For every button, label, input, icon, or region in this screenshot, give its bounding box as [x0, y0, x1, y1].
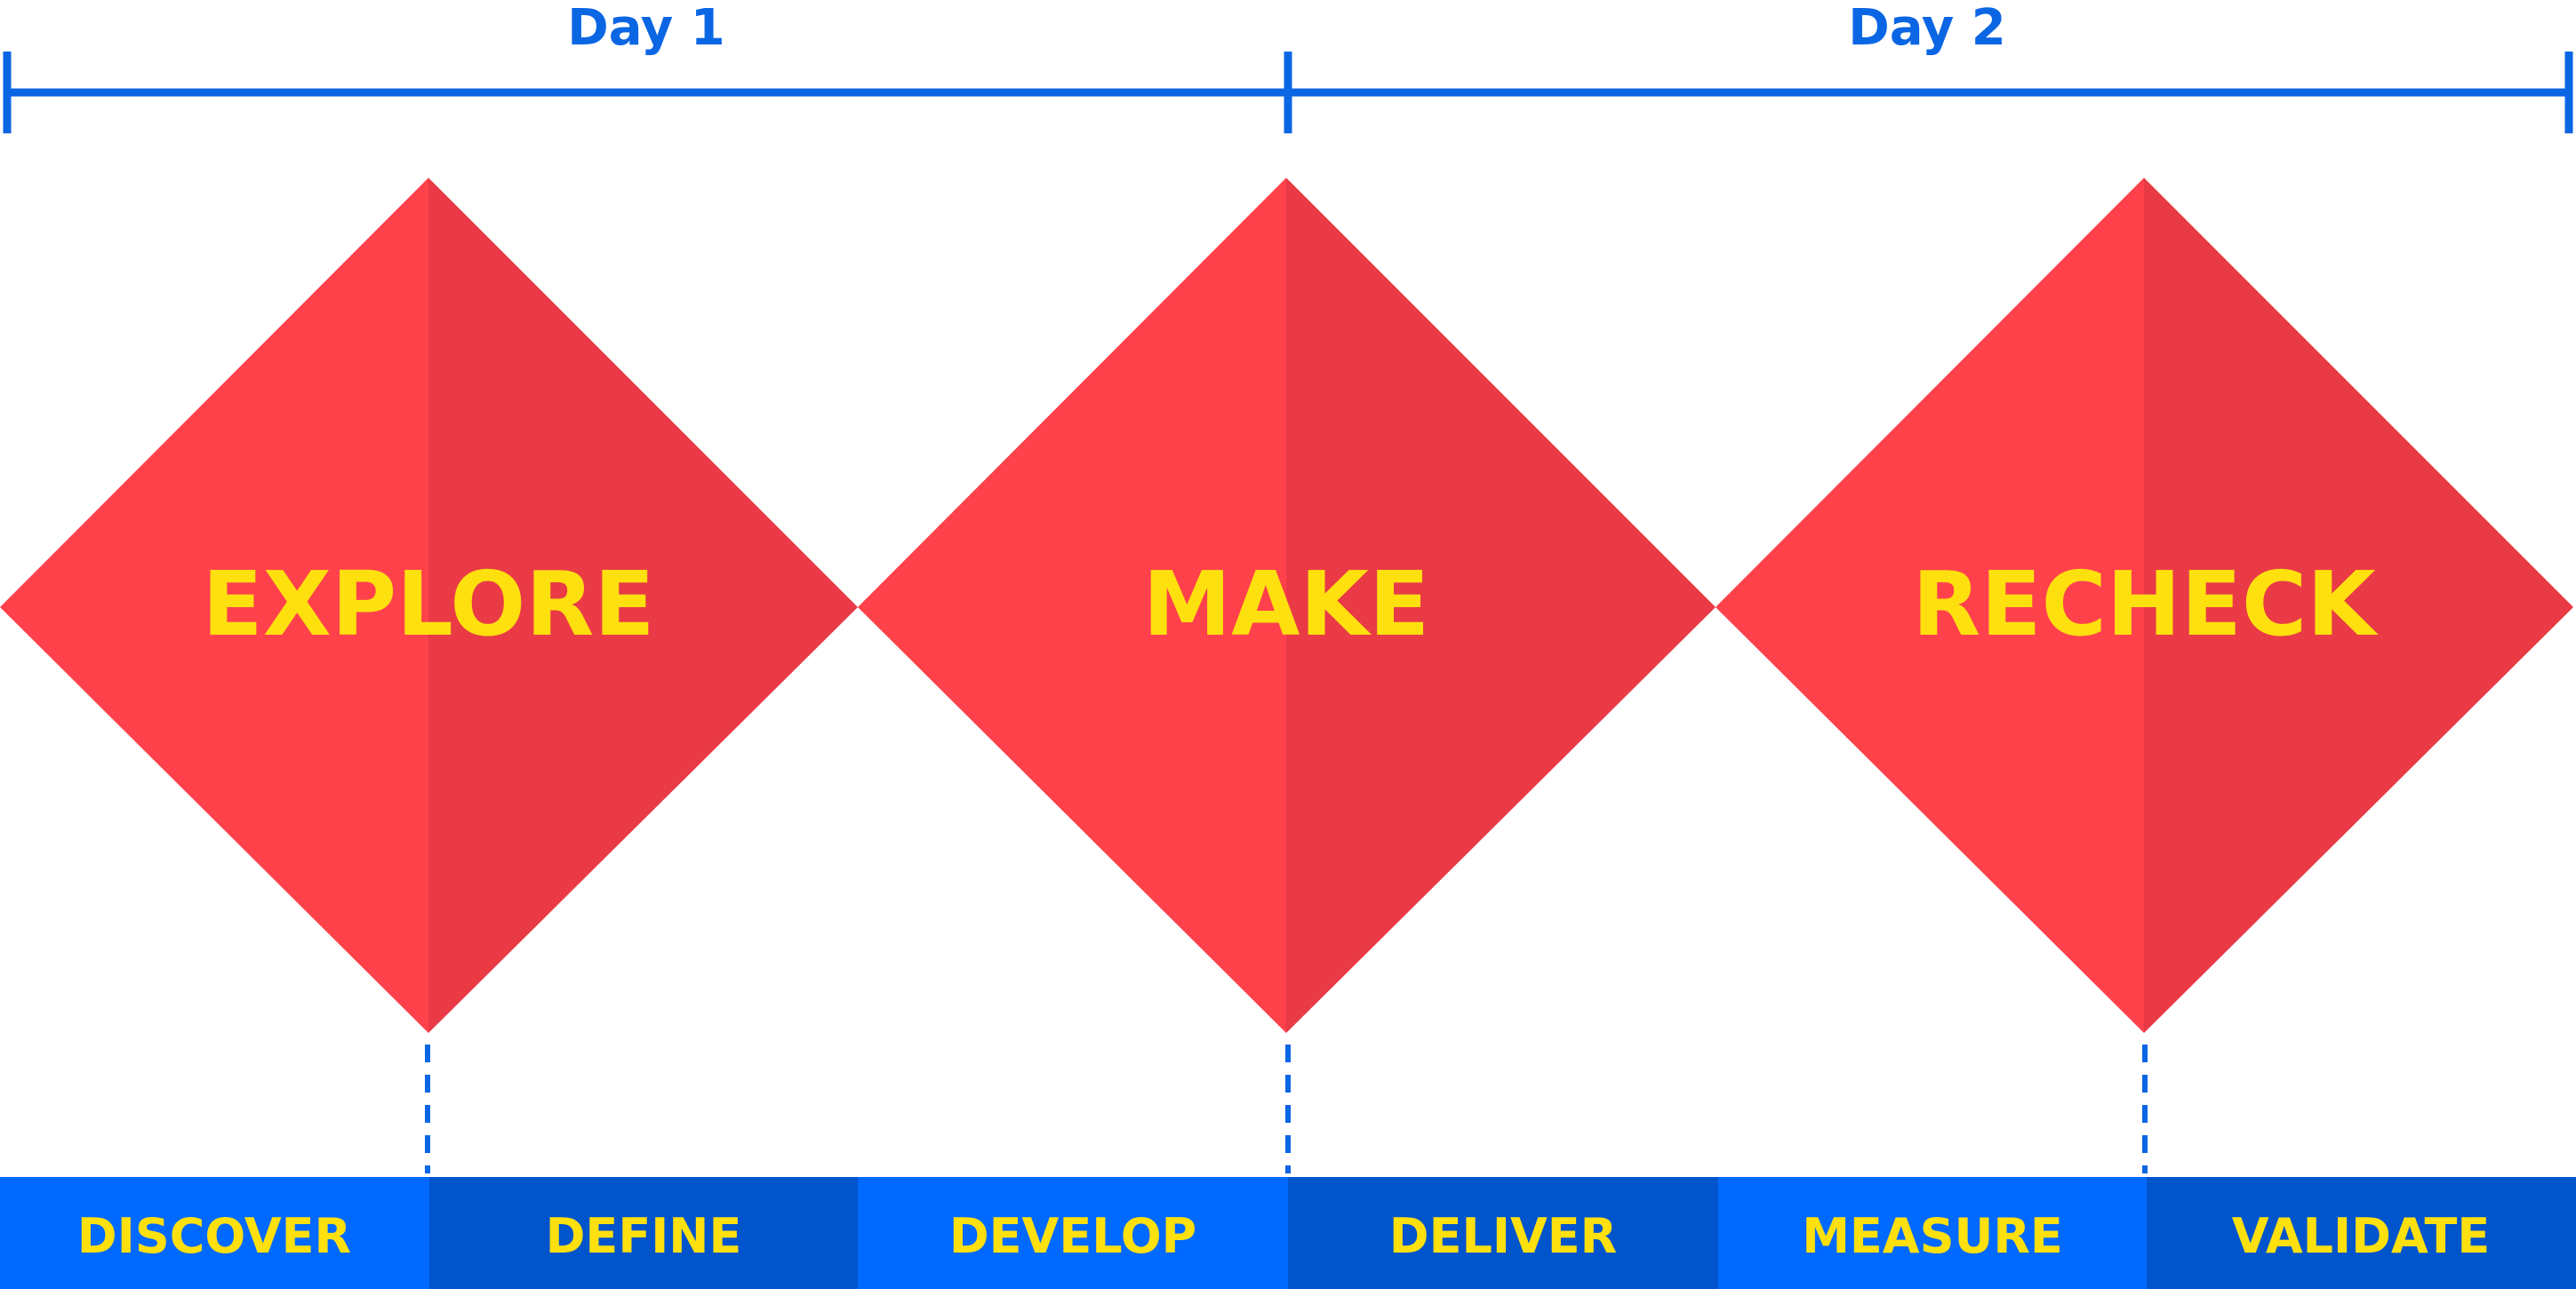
diamond-recheck: RECHECK: [1716, 178, 2573, 1033]
phase-measure-label: MEASURE: [1802, 1208, 2063, 1264]
diamond-make-right-half: [1286, 178, 1716, 1033]
diamond-explore-left-half: [0, 178, 428, 1033]
diamond-recheck-label: RECHECK: [1912, 552, 2379, 656]
phase-define-cell: [429, 1177, 858, 1289]
diamond-make-left-half: [858, 178, 1286, 1033]
day-1-label: Day 1: [567, 0, 725, 57]
phase-validate-cell: [2147, 1177, 2576, 1289]
diamond-explore: EXPLORE: [0, 178, 858, 1033]
phase-deliver-label: DELIVER: [1389, 1208, 1617, 1264]
phase-measure-cell: [1718, 1177, 2147, 1289]
phase-develop-cell: [858, 1177, 1288, 1289]
dashed-connectors: [425, 1045, 2148, 1173]
day-2-label: Day 2: [1848, 0, 2006, 57]
phase-bar: DISCOVER DEFINE DEVELOP DELIVER MEASURE …: [0, 1177, 2576, 1289]
diamond-explore-label: EXPLORE: [202, 552, 654, 656]
phase-validate-label: VALIDATE: [2232, 1208, 2491, 1264]
phase-define-label: DEFINE: [546, 1208, 742, 1264]
phase-discover-label: DISCOVER: [77, 1208, 351, 1264]
diamond-make-label: MAKE: [1143, 552, 1430, 656]
diamond-make: MAKE: [858, 178, 1716, 1033]
phase-develop-label: DEVELOP: [949, 1208, 1196, 1264]
diamond-recheck-left-half: [1716, 178, 2144, 1033]
diamond-explore-right-half: [428, 178, 858, 1033]
phase-discover-cell: [0, 1177, 429, 1289]
phase-deliver-cell: [1288, 1177, 1718, 1289]
diamond-recheck-right-half: [2144, 178, 2573, 1033]
timeline: Day 1 Day 2: [3, 0, 2573, 133]
